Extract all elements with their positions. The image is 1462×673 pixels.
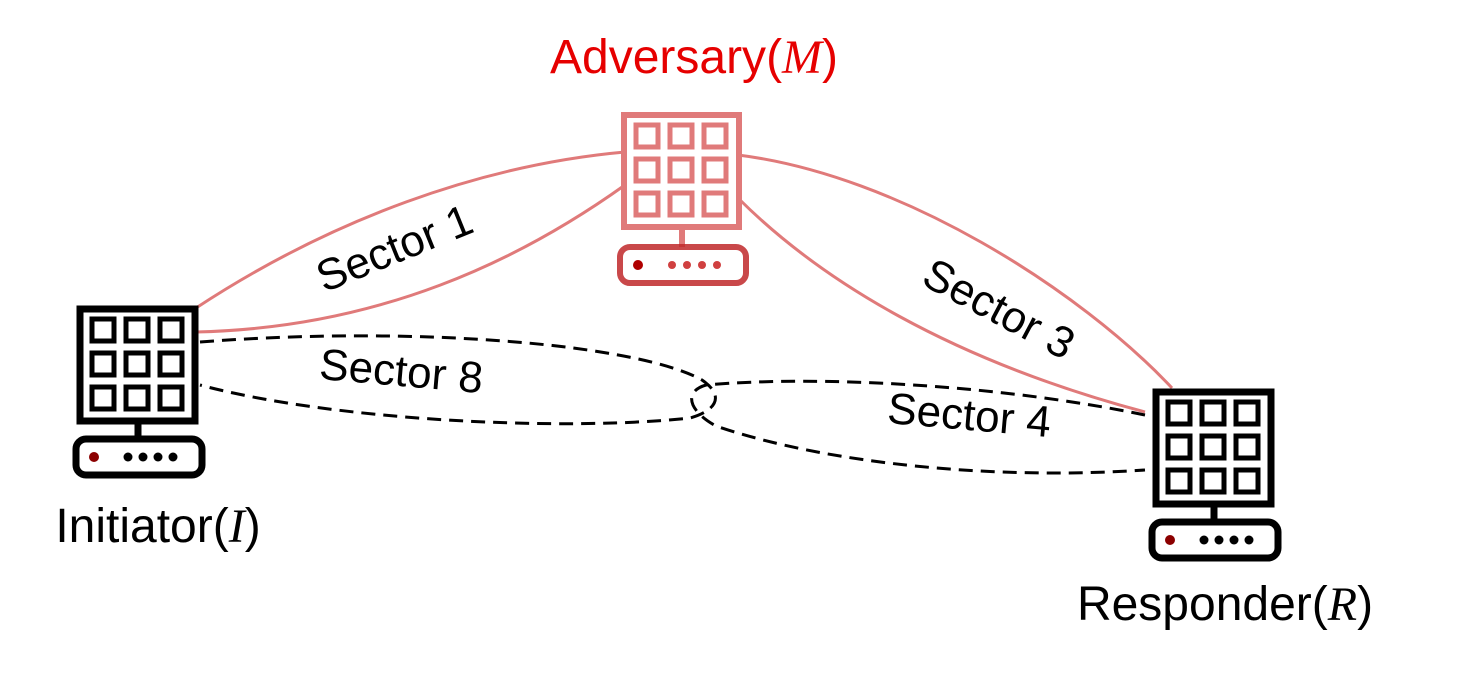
sector-8-label: Sector 8 (318, 340, 486, 403)
adversary-symbol: M (781, 31, 825, 84)
phased-array-router-icon (72, 305, 206, 479)
phased-array-router-icon (1148, 388, 1282, 562)
initiator-label: Initiator(I) (55, 500, 260, 553)
sector-3-label: Sector 3 (915, 249, 1083, 369)
adversary-close-paren: ) (822, 31, 838, 84)
sector-3-beam (736, 153, 1174, 414)
initiator-close-paren: ) (245, 500, 261, 553)
sector-4-beam (690, 379, 1146, 475)
adversary-open-paren: ( (766, 31, 782, 84)
adversary-label-text: Adversary (550, 31, 766, 84)
sector-8-beam (199, 334, 717, 426)
responder-label: Responder(R) (1077, 578, 1373, 631)
adversary-label: Adversary(M) (550, 31, 838, 84)
sector-1-beam (195, 150, 626, 334)
responder-symbol: R (1327, 578, 1357, 631)
responder-open-paren: ( (1312, 578, 1328, 631)
initiator-symbol: I (228, 500, 247, 553)
responder-close-paren: ) (1357, 578, 1373, 631)
sector-4-label: Sector 4 (886, 384, 1054, 447)
sector-1-label: Sector 1 (309, 195, 479, 302)
initiator-open-paren: ( (213, 500, 229, 553)
initiator-label-text: Initiator (55, 500, 212, 553)
responder-device (1148, 388, 1282, 562)
phased-array-router-icon (617, 112, 749, 286)
responder-label-text: Responder (1077, 578, 1312, 631)
adversary-device (617, 112, 749, 286)
initiator-device (72, 305, 206, 479)
